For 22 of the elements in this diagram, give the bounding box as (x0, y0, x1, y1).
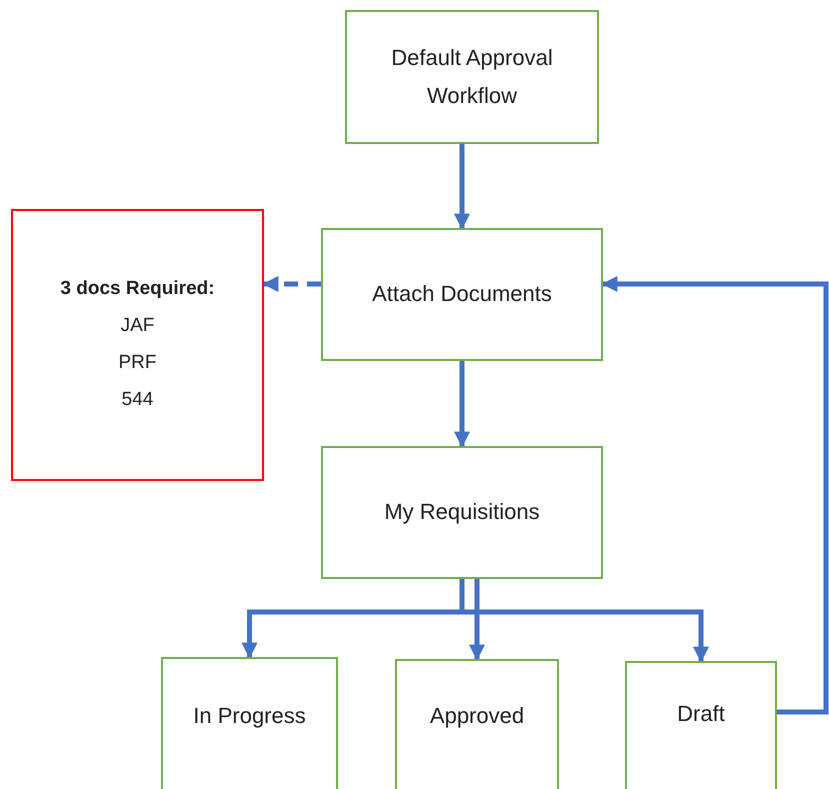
process-box (345, 10, 599, 144)
arrow (601, 276, 828, 714)
note-item: PRF (118, 352, 156, 375)
box-label: My Requisitions (383, 498, 541, 526)
note-heading: 3 docs Required: (60, 278, 215, 302)
arrow (262, 276, 321, 292)
box-label: Draft (676, 700, 726, 728)
box-label: Default Approval Workflow (390, 44, 554, 110)
process-box (395, 659, 559, 789)
note-box (11, 209, 264, 481)
arrow (469, 579, 485, 661)
process-box (321, 446, 603, 579)
box-label: Attach Documents (371, 280, 553, 308)
process-box (321, 228, 603, 361)
box-label: In Progress (192, 702, 307, 730)
arrow (454, 361, 470, 448)
note-item: JAF (120, 315, 154, 338)
box-label: Approved (428, 702, 526, 730)
process-box (625, 661, 777, 789)
arrow (454, 144, 470, 230)
process-box (161, 657, 338, 789)
note-item: 544 (122, 388, 154, 412)
